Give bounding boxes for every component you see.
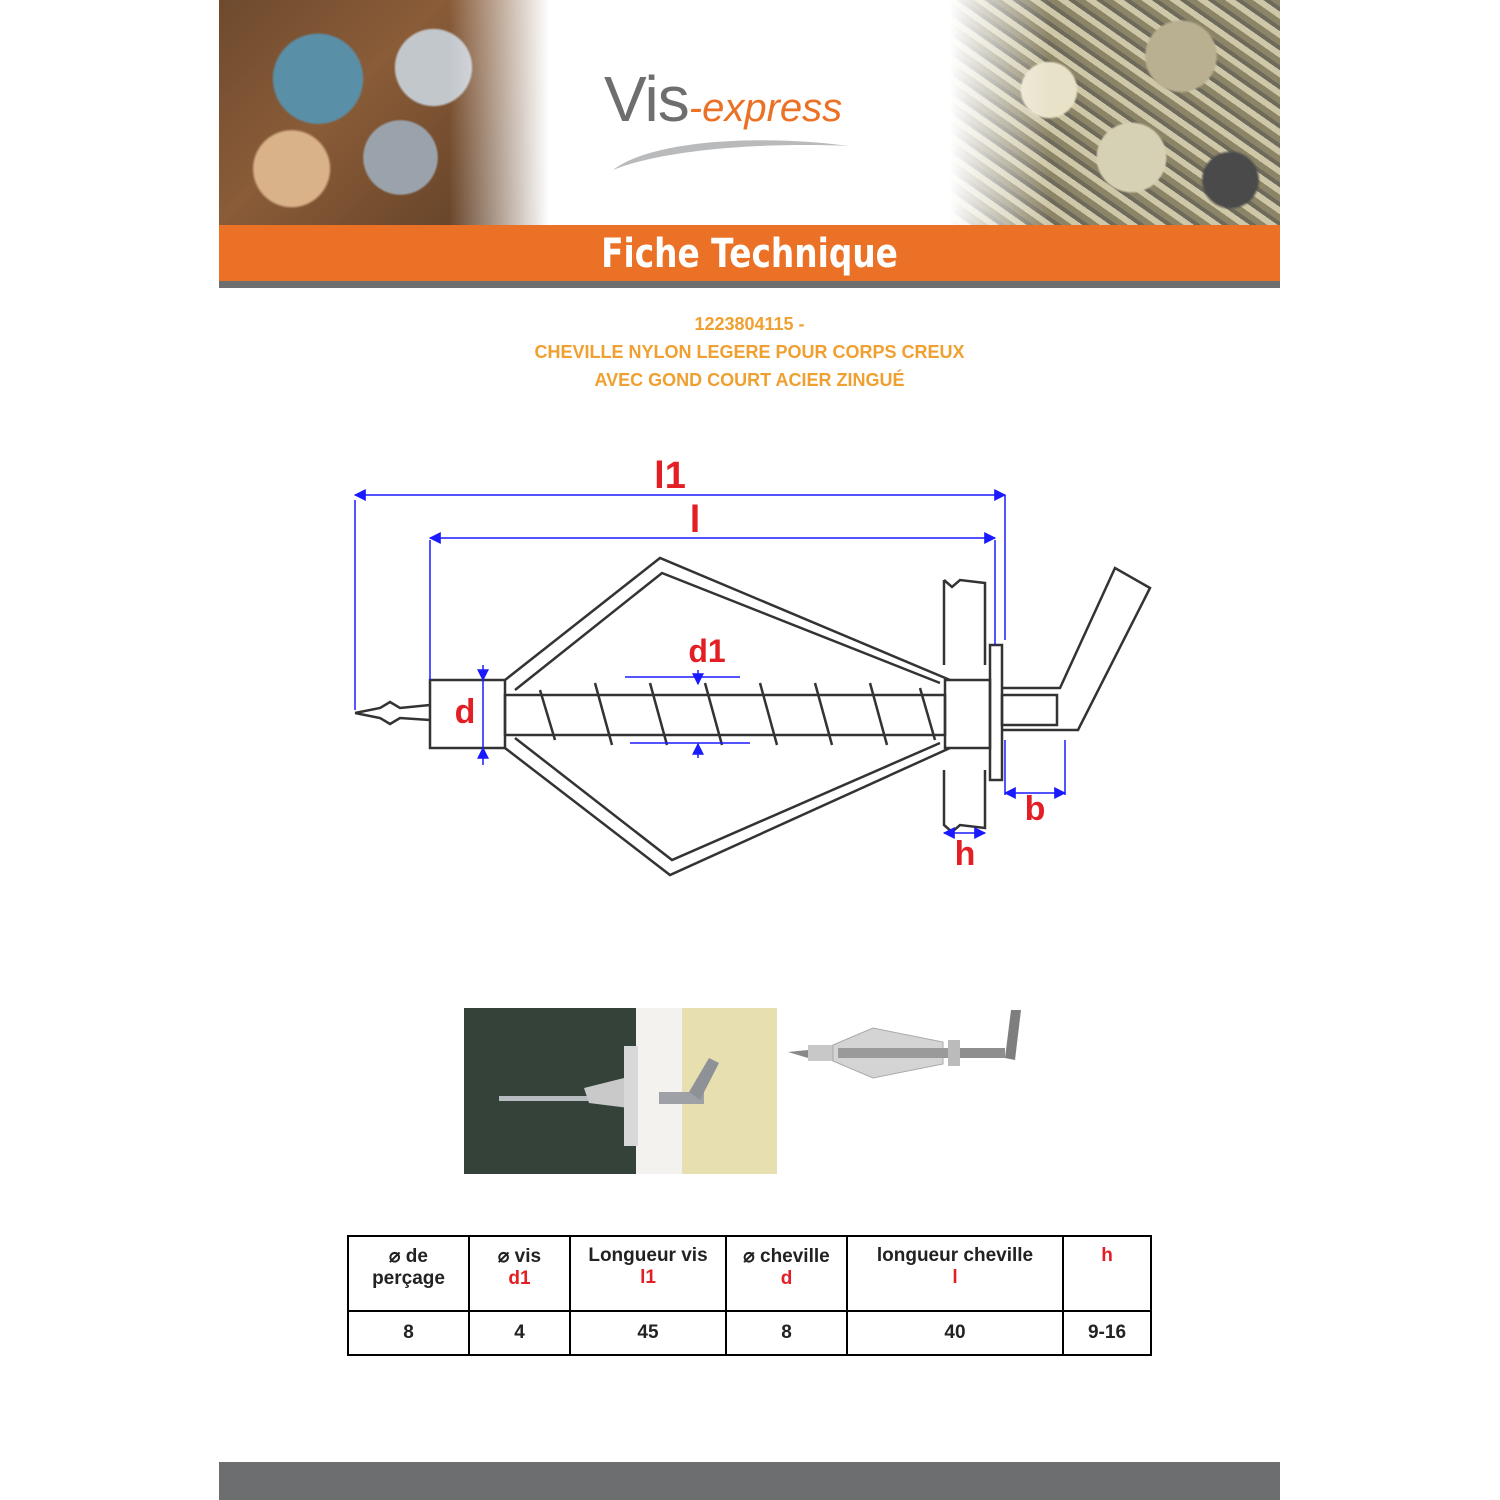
- header-symbol: d: [780, 1268, 793, 1289]
- header-text: ⌀ cheville: [743, 1246, 830, 1267]
- cell-screw-length: 45: [569, 1310, 727, 1356]
- product-reference: 1223804115 -: [694, 314, 805, 334]
- cell-drill-diameter: 8: [347, 1310, 470, 1356]
- banner-title: Fiche Technique: [601, 231, 898, 277]
- header-symbol: l1: [640, 1267, 656, 1288]
- label-l1: l1: [654, 455, 686, 497]
- page-footer-bar: [219, 1462, 1280, 1500]
- dimension-lines: [353, 489, 1067, 839]
- table-row: 8 4 45 8 40 9-16: [347, 1310, 1152, 1356]
- brand-logo: Vis-express: [604, 62, 842, 136]
- header-text: ⌀ vis: [497, 1246, 542, 1267]
- photo-fade: [950, 0, 1050, 225]
- photo-fade: [449, 0, 549, 225]
- header-text: Longueur vis: [588, 1245, 708, 1266]
- band-underline: [219, 281, 1280, 288]
- logo-express-text: -express: [688, 86, 843, 130]
- installed-anchor-photo: [464, 1008, 777, 1174]
- header-symbol: d1: [508, 1268, 531, 1289]
- logo-vis-text: Vis: [604, 63, 690, 135]
- header-text: perçage: [372, 1268, 445, 1289]
- label-b: b: [1025, 790, 1046, 828]
- cell-anchor-diameter: 8: [725, 1310, 848, 1356]
- header-wall-thickness: h: [1062, 1235, 1152, 1312]
- title-band: [219, 225, 1280, 281]
- header-symbol: h: [1101, 1245, 1113, 1266]
- logo-swoosh-icon: [613, 140, 849, 170]
- header-text: ⌀ de: [389, 1246, 428, 1267]
- label-h: h: [955, 835, 976, 873]
- label-d: d: [455, 693, 476, 731]
- header-text: longueur cheville: [876, 1245, 1034, 1266]
- technical-drawing: l1 l d1 d b h: [353, 455, 1152, 877]
- page-header: Vis-express Fiche Technique: [219, 0, 1280, 288]
- header-symbol: l: [952, 1267, 958, 1288]
- product-title-line1: CHEVILLE NYLON LEGERE POUR CORPS CREUX: [534, 342, 965, 362]
- label-l: l: [690, 499, 701, 541]
- cell-screw-diameter: 4: [468, 1310, 571, 1356]
- label-d1: d1: [688, 633, 725, 669]
- cell-wall-thickness: 9-16: [1062, 1310, 1152, 1356]
- product-title-line2: AVEC GOND COURT ACIER ZINGUÉ: [594, 370, 905, 390]
- cell-anchor-length: 40: [846, 1310, 1064, 1356]
- anchor-product-photo: [788, 1010, 1021, 1079]
